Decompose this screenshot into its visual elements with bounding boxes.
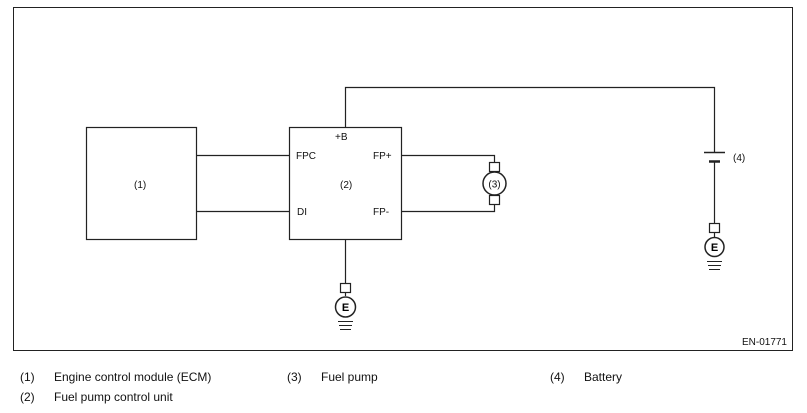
- pin-fp-minus: FP-: [373, 207, 389, 218]
- figure-code: EN-01771: [742, 337, 787, 348]
- cu-ground-circle: [334, 296, 357, 318]
- pin-plus-b: +B: [335, 132, 348, 143]
- legend-item-4: (4) Battery: [550, 370, 622, 384]
- pin-fp-plus: FP+: [373, 151, 392, 162]
- battery-label: (4): [733, 153, 745, 164]
- control-unit-label: (2): [340, 180, 352, 191]
- battery-ground-symbol: E: [711, 242, 718, 254]
- legend-text: Fuel pump control unit: [54, 390, 173, 404]
- pin-fpc: FPC: [296, 151, 316, 162]
- wire-fp-plus: [401, 154, 496, 162]
- battery-ground-circle: [704, 236, 725, 258]
- legend-item-3: (3) Fuel pump: [287, 370, 378, 384]
- pin-di: DI: [297, 207, 307, 218]
- legend-num: (3): [287, 370, 302, 384]
- pump-label: (3): [488, 180, 500, 191]
- legend-text: Fuel pump: [321, 370, 378, 384]
- legend-text: Battery: [584, 370, 623, 384]
- ecm-label: (1): [134, 180, 146, 191]
- pump-brush-top: [488, 161, 501, 173]
- cu-ground-symbol: E: [342, 302, 349, 314]
- wire-plus-b: [344, 86, 716, 152]
- cu-ground-connector: [339, 282, 352, 294]
- legend-num: (1): [20, 370, 35, 384]
- legend-item-2: (2) Fuel pump control unit: [20, 390, 173, 404]
- legend-num: (2): [20, 390, 35, 404]
- wire-fp-minus: [401, 205, 496, 213]
- battery-ground-connector: [708, 222, 721, 234]
- legend-item-1: (1) Engine control module (ECM): [20, 370, 211, 384]
- legend-text: Engine control module (ECM): [54, 370, 212, 384]
- fuel-pump-motor: [482, 171, 507, 196]
- diagram-frame: [13, 7, 793, 351]
- pump-brush-bottom: [488, 194, 501, 206]
- ecm-box: [85, 126, 198, 241]
- legend-num: (4): [550, 370, 565, 384]
